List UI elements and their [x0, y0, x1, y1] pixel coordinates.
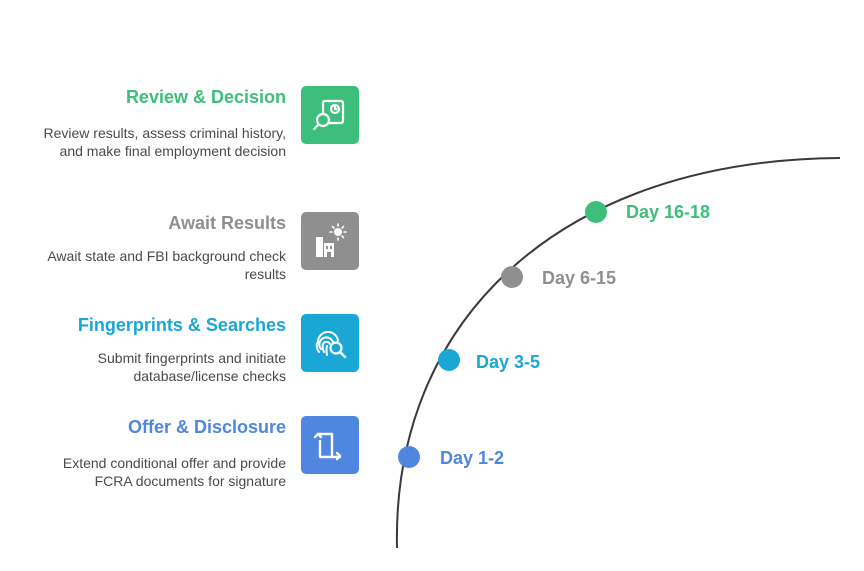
step-title-fingerprints-searches: Fingerprints & Searches	[77, 315, 286, 335]
timeline-dot-day-1-2	[398, 446, 420, 468]
step-description-await-results: Await state and FBI background check res…	[47, 248, 286, 282]
day-label-3-5: Day 3-5	[476, 352, 541, 372]
step-title-await-results: Await Results	[168, 213, 286, 233]
timeline-dot-day-6-15	[501, 266, 523, 288]
timeline-dot-day-16-18	[585, 201, 607, 223]
document-exchange-icon	[301, 416, 359, 474]
timeline-dot-day-3-5	[438, 349, 460, 371]
day-label-6-15: Day 6-15	[542, 268, 617, 288]
fingerprint-search-icon	[301, 314, 359, 372]
search-document-icon	[301, 86, 359, 144]
step-title-offer-disclosure: Offer & Disclosure	[127, 417, 286, 437]
buildings-sun-icon	[301, 212, 359, 270]
step-description-offer-disclosure: Extend conditional offer and provide FCR…	[62, 455, 286, 489]
step-description-review-decision: Review results, assess criminal history,…	[43, 125, 286, 159]
day-label-16-18: Day 16-18	[626, 202, 711, 222]
day-label-1-2: Day 1-2	[440, 448, 505, 468]
step-title-review-decision: Review & Decision	[125, 87, 286, 107]
step-description-fingerprints-searches: Submit fingerprints and initiate databas…	[97, 350, 286, 384]
